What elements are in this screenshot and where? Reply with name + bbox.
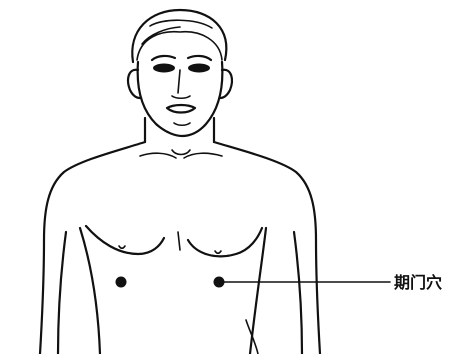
torso xyxy=(40,142,320,354)
head xyxy=(128,10,232,136)
sternum-line xyxy=(178,232,180,250)
chin xyxy=(174,123,190,125)
left-arm-inner xyxy=(58,232,66,354)
left-eye xyxy=(153,64,175,73)
mouth xyxy=(167,105,195,113)
sternal-notch xyxy=(172,150,190,155)
right-eye xyxy=(188,64,210,73)
left-qimen-point xyxy=(116,277,127,288)
left-shoulder xyxy=(40,142,145,354)
right-arm-inner xyxy=(294,232,302,354)
hairline xyxy=(137,32,222,60)
right-pectoral xyxy=(188,228,262,256)
right-shoulder xyxy=(214,142,320,354)
right-eyebrow xyxy=(188,56,211,60)
left-pectoral xyxy=(86,226,164,254)
nose xyxy=(172,70,190,98)
right-nipple xyxy=(215,251,221,253)
acupoints: 期门穴 xyxy=(116,273,443,292)
neck xyxy=(140,118,222,158)
torso-left-side xyxy=(80,228,100,354)
right-lat-line xyxy=(246,320,258,354)
left-eyebrow xyxy=(152,56,175,60)
hair-outline xyxy=(132,10,226,62)
acupoint-label: 期门穴 xyxy=(394,273,442,292)
left-nipple xyxy=(119,246,125,248)
